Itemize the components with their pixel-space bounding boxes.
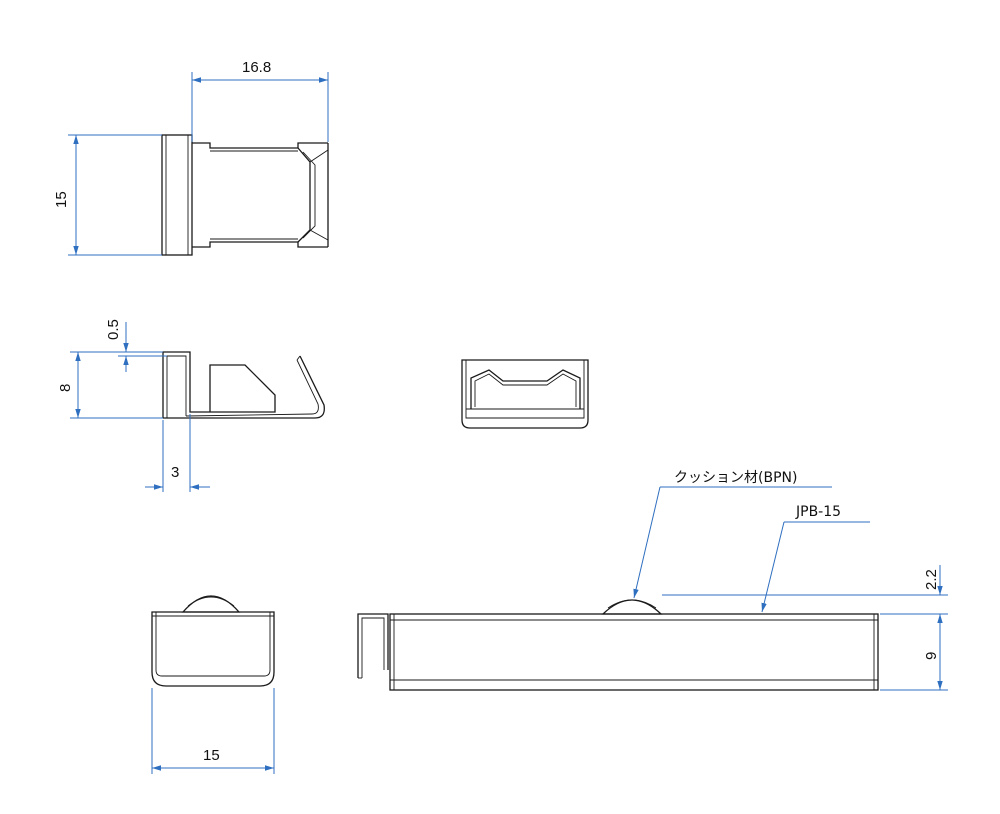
dim-long-cushion-height: 2.2 xyxy=(923,569,940,590)
dim-top-width: 16.8 xyxy=(242,59,271,76)
dim-top-height: 15 xyxy=(53,191,70,208)
top-view-dimensions: 16.8 15 xyxy=(53,59,329,256)
side-view xyxy=(162,351,325,419)
callouts: クッション材(BPN) JPB-15 xyxy=(633,470,870,613)
dim-front-width: 15 xyxy=(203,747,220,764)
dim-side-height: 8 xyxy=(57,384,74,392)
long-view xyxy=(357,599,879,691)
dim-long-height: 9 xyxy=(923,652,940,660)
callout-model: JPB-15 xyxy=(795,504,841,520)
side-view-dimensions: 8 0.5 3 xyxy=(57,319,210,492)
long-view-dimensions: 2.2 9 xyxy=(662,565,948,691)
callout-cushion: クッション材(BPN) xyxy=(674,470,797,486)
front-view-dimensions: 15 xyxy=(151,688,275,774)
dim-side-thickness: 0.5 xyxy=(105,319,122,340)
end-view xyxy=(461,359,589,429)
dim-side-width: 3 xyxy=(171,464,179,481)
front-view xyxy=(151,595,275,687)
top-view xyxy=(161,134,329,256)
